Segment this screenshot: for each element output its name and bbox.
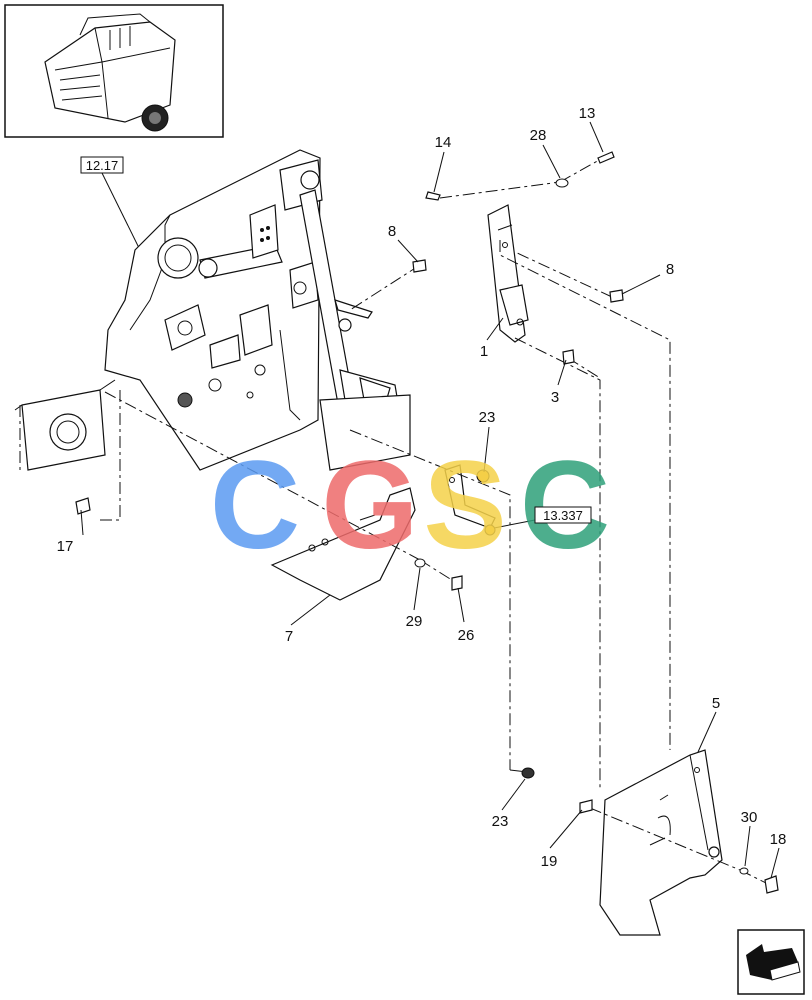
callout-19: 19 [541, 853, 558, 870]
watermark-letter-c2: C [520, 436, 610, 575]
part-7-plate [270, 487, 416, 601]
callout-7: 7 [285, 628, 293, 645]
assembly-lines [19, 154, 771, 886]
nut-26 [451, 575, 463, 591]
callout-26: 26 [458, 627, 475, 644]
callout-14: 14 [435, 134, 452, 151]
washer-30 [739, 867, 749, 875]
part-5-plate [599, 749, 723, 936]
callout-23-upper: 23 [479, 409, 496, 426]
bolt-13 [597, 151, 615, 164]
callout-labels: 14 28 13 8 8 1 3 23 17 7 29 26 5 23 19 3… [57, 105, 787, 870]
side-frame-panel [104, 149, 323, 471]
center-arm [299, 189, 411, 471]
next-page-arrow-icon[interactable] [737, 929, 805, 995]
left-bracket [14, 379, 116, 471]
callout-28: 28 [530, 127, 547, 144]
svg-text:12.17: 12.17 [86, 158, 119, 173]
watermark-letter-c1: C [210, 436, 300, 575]
callout-8-left: 8 [388, 223, 396, 240]
callout-17: 17 [57, 538, 74, 555]
watermark-letter-s: S [423, 436, 506, 575]
watermark-cgsc: C G S C [210, 436, 610, 575]
reference-12-17[interactable]: 12.17 [80, 156, 124, 174]
hardware [75, 151, 779, 894]
stud-8-left [412, 259, 427, 273]
callout-29: 29 [406, 613, 423, 630]
bolt-14 [425, 191, 441, 201]
callout-1: 1 [480, 343, 488, 360]
small-bracket [444, 464, 496, 536]
callout-8-right: 8 [666, 261, 674, 278]
callout-3: 3 [551, 389, 559, 406]
reference-13-337[interactable]: 13.337 [534, 506, 592, 524]
callout-23-lower: 23 [492, 813, 509, 830]
callout-13: 13 [579, 105, 596, 122]
leader-lines [80, 121, 780, 879]
svg-text:13.337: 13.337 [543, 508, 583, 523]
callout-5: 5 [712, 695, 720, 712]
callout-30: 30 [741, 809, 758, 826]
washer-29 [414, 558, 426, 568]
bolt-18 [764, 875, 779, 894]
bolt-19 [579, 799, 593, 814]
watermark-letter-g: G [321, 436, 418, 575]
washer-28 [555, 178, 569, 188]
part-1-strap [487, 204, 529, 343]
round-baler-thumbnail-icon [44, 13, 176, 132]
spacer-3 [562, 349, 575, 365]
nut-23-lower [521, 767, 535, 779]
thumbnail-inset[interactable] [4, 4, 224, 138]
callout-18: 18 [770, 831, 787, 848]
stud-8-right [609, 289, 624, 303]
bolt-17 [75, 497, 91, 515]
